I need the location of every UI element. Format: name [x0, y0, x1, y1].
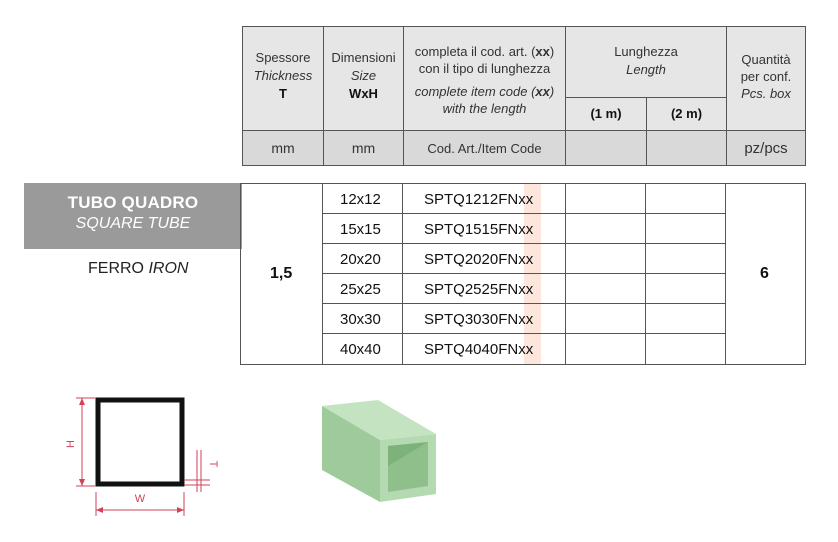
grid-col-thickness: [241, 184, 323, 364]
row-code-suffix: xx: [518, 221, 534, 238]
row-item-code: SPTQ3030FNxx: [424, 311, 533, 328]
unit-qty: pz/pcs: [726, 130, 806, 166]
dim-label-h: H: [65, 440, 77, 448]
header-length-2m-label: (2 m): [670, 106, 703, 121]
row-size: 30x30: [340, 311, 381, 328]
row-code-suffix: xx: [518, 251, 534, 268]
header-thickness-it: Spessore: [255, 50, 311, 65]
header-thickness-symbol: T: [279, 86, 287, 101]
row-size: 12x12: [340, 191, 381, 208]
row-divider: [322, 333, 726, 334]
header-qty-it-line1: Quantità: [741, 52, 791, 67]
tube-3d-illustration: [322, 400, 436, 502]
grid-col-2m: [645, 184, 726, 364]
unit-code: Cod. Art./Item Code: [403, 130, 566, 166]
thickness-value: 1,5: [270, 265, 293, 282]
product-material: FERRO IRON: [88, 260, 188, 278]
row-divider: [322, 243, 726, 244]
tube-top-face: [322, 400, 436, 440]
product-name-en: SQUARE TUBE: [75, 215, 191, 232]
header-length-1m-label: (1 m): [590, 106, 622, 121]
header-thickness-en: Thickness: [253, 68, 313, 83]
row-divider: [322, 273, 726, 274]
row-code-base: SPTQ2020FN: [424, 251, 519, 268]
header-thickness: Spessore Thickness T: [242, 26, 324, 131]
row-code-base: SPTQ1212FN: [424, 191, 519, 208]
row-size: 20x20: [340, 251, 381, 268]
row-size: 40x40: [340, 341, 381, 358]
product-name-band: TUBO QUADRO SQUARE TUBE: [24, 183, 242, 249]
cross-section-diagram: H W T: [65, 397, 219, 516]
row-item-code: SPTQ1515FNxx: [424, 221, 533, 238]
row-code-suffix: xx: [518, 341, 534, 358]
row-code-base: SPTQ2525FN: [424, 281, 519, 298]
grid-col-1m: [565, 184, 646, 364]
material-en: IRON: [148, 260, 189, 277]
material-it: FERRO: [88, 260, 144, 277]
grid-col-size: [322, 184, 403, 364]
header-qty: Quantità per conf. Pcs. box: [726, 26, 806, 131]
dim-label-t: T: [207, 461, 219, 468]
header-size-en: Size: [350, 68, 377, 83]
unit-length-1m: [565, 130, 647, 166]
row-divider: [322, 303, 726, 304]
row-code-base: SPTQ1515FN: [424, 221, 519, 238]
row-code-base: SPTQ3030FN: [424, 311, 519, 328]
header-size: Dimensioni Size WxH: [323, 26, 404, 131]
row-item-code: SPTQ2525FNxx: [424, 281, 533, 298]
suffix-highlight: [524, 183, 541, 365]
row-item-code: SPTQ1212FNxx: [424, 191, 533, 208]
row-code-suffix: xx: [518, 281, 534, 298]
qty-value: 6: [760, 265, 769, 282]
header-code-en-line2: with the length: [442, 101, 527, 116]
header-size-symbol: WxH: [349, 86, 378, 101]
row-item-code: SPTQ4040FNxx: [424, 341, 533, 358]
tube-left-face: [322, 406, 380, 502]
header-size-it: Dimensioni: [331, 50, 396, 65]
row-item-code: SPTQ2020FNxx: [424, 251, 533, 268]
header-length-en: Length: [626, 62, 666, 77]
header-code-en-line1: complete item code (xx): [414, 84, 555, 99]
header-qty-it-line2: per conf.: [740, 69, 792, 84]
product-name-it: TUBO QUADRO: [67, 193, 199, 212]
header-length: Lunghezza Length: [565, 26, 727, 98]
tube-opening-inner: [388, 442, 428, 466]
tube-outline-outer: [95, 397, 185, 487]
unit-size: mm: [323, 130, 404, 166]
data-table: [240, 183, 806, 365]
row-divider: [322, 213, 726, 214]
row-size: 15x15: [340, 221, 381, 238]
unit-length-2m: [646, 130, 727, 166]
header-length-2m: (2 m): [646, 97, 727, 131]
row-code-base: SPTQ4040FN: [424, 341, 519, 358]
header-code-it-line1: completa il cod. art. (xx): [414, 44, 555, 59]
dim-label-w: W: [135, 493, 146, 505]
header-code-it-line2: con il tipo di lunghezza: [418, 61, 551, 76]
header-length-1m: (1 m): [565, 97, 647, 131]
row-code-suffix: xx: [518, 191, 534, 208]
grid-col-code: [403, 184, 566, 364]
row-code-suffix: xx: [518, 311, 534, 328]
row-size: 25x25: [340, 281, 381, 298]
unit-thickness: mm: [242, 130, 324, 166]
header-code: completa il cod. art. (xx) con il tipo d…: [403, 26, 566, 131]
header-qty-en: Pcs. box: [741, 86, 791, 101]
header-length-it: Lunghezza: [614, 44, 678, 59]
